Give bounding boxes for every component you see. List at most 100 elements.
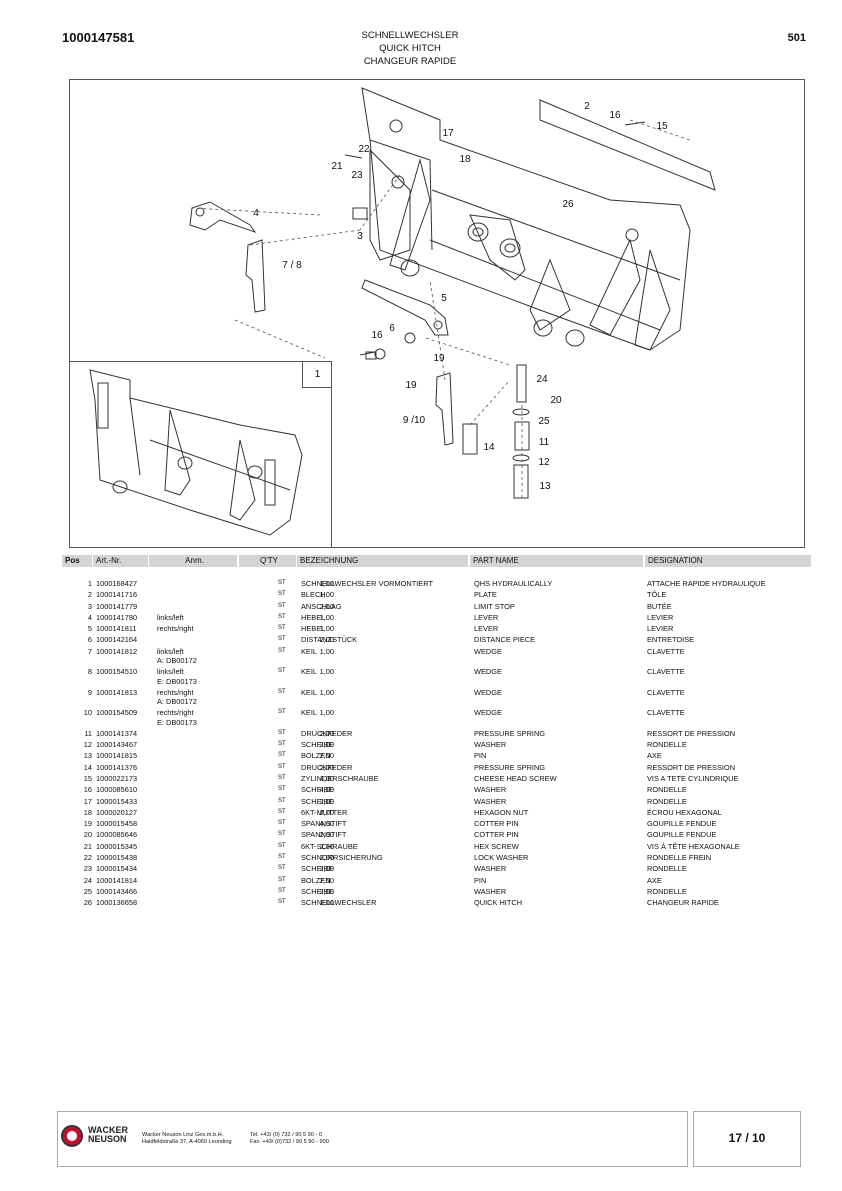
cell-part-name: COTTER PIN xyxy=(474,830,519,840)
col-anm: Anm. xyxy=(149,555,237,567)
cell-designation: RONDELLE xyxy=(647,796,687,806)
callout-25: 25 xyxy=(538,416,550,427)
title-en: QUICK HITCH xyxy=(379,43,441,54)
cell-part-name: WEDGE xyxy=(474,708,502,718)
cell-unit: ST xyxy=(278,899,286,906)
cell-part-name: WASHER xyxy=(474,785,507,795)
cell-anm: links/left xyxy=(157,613,184,622)
cell-qty: 1,00 xyxy=(319,708,334,718)
cell-qty: 2,00 xyxy=(319,875,334,885)
cell-pos: 21 xyxy=(83,841,92,851)
cell-unit: ST xyxy=(278,797,286,804)
page-number: 17 / 10 xyxy=(728,1131,766,1145)
callout-9-10: 9 /10 xyxy=(403,415,426,426)
cell-art-nr: 1000141374 xyxy=(96,728,138,738)
cell-designation: RONDELLE xyxy=(647,740,687,750)
cell-bezeichnung: SCHEIBE xyxy=(301,740,334,750)
cell-bezeichnung: 6KT-SCHRAUBE xyxy=(301,841,358,851)
cell-designation: VIS À TÊTE HEXAGONALE xyxy=(647,841,740,851)
callout-15: 15 xyxy=(656,121,668,132)
page-code: 501 xyxy=(787,32,806,44)
title-de: SCHNELLWECHSLER xyxy=(361,30,459,41)
cell-art-nr: 1000141811 xyxy=(96,624,137,634)
cell-bezeichnung: KEIL xyxy=(301,687,318,697)
cell-unit: ST xyxy=(278,688,286,695)
cell-part-name: WEDGE xyxy=(474,687,502,697)
cell-bezeichnung: SPANNSTIFT xyxy=(301,819,347,829)
cell-bezeichnung: BLECH xyxy=(301,590,326,600)
cell-qty: 2,00 xyxy=(319,886,334,896)
cell-unit: ST xyxy=(278,774,286,781)
callout-12: 12 xyxy=(538,457,550,468)
cell-designation: RONDELLE FREIN xyxy=(647,853,712,863)
cell-anm-line: rechts/right xyxy=(157,624,194,634)
cell-bezeichnung: DISTANZSTÜCK xyxy=(301,635,358,645)
cell-pos: 17 xyxy=(83,796,92,806)
cell-qty: 1,00 xyxy=(319,612,334,622)
cell-pos: 11 xyxy=(84,728,92,738)
cell-designation: RONDELLE xyxy=(647,864,687,874)
cell-part-name: QUICK HITCH xyxy=(474,898,523,908)
cell-art-nr: 1000141780 xyxy=(96,612,138,622)
cell-art-nr: 1000154510 xyxy=(96,667,138,677)
cell-art-nr: 1000141376 xyxy=(96,762,138,772)
cell-part-name: PLATE xyxy=(474,590,497,600)
cell-pos: 18 xyxy=(83,807,92,817)
cell-art-nr: 1000015458 xyxy=(96,819,138,829)
cell-qty: 4,00 xyxy=(319,773,334,783)
cell-unit: ST xyxy=(278,668,286,675)
company-address: Wacker Neuson Linz Ges.m.b.H. Haidfeldst… xyxy=(142,1132,232,1146)
cell-bezeichnung: SCHNELLWECHSLER xyxy=(301,898,377,908)
cell-unit: ST xyxy=(278,591,286,598)
cell-art-nr: 1000015345 xyxy=(96,841,138,851)
cell-bezeichnung: SCHEIBE xyxy=(301,886,334,896)
inset-view xyxy=(70,361,332,548)
cell-bezeichnung: SCHEIBE xyxy=(301,785,334,795)
cell-art-nr: 1000015433 xyxy=(96,796,138,806)
cell-anm-line: A: DB00172 xyxy=(157,656,197,666)
cell-bezeichnung: DRUCKFEDER xyxy=(301,728,353,738)
cell-qty: 2,00 xyxy=(319,796,334,806)
cell-unit: ST xyxy=(278,636,286,643)
cell-art-nr: 1000015434 xyxy=(96,864,138,874)
company-name: Wacker Neuson Linz Ges.m.b.H. xyxy=(142,1132,224,1138)
callout-7-8: 7 / 8 xyxy=(282,260,302,271)
cell-pos: 2 xyxy=(87,590,92,600)
cell-pos: 13 xyxy=(83,751,92,761)
cell-qty: 1,00 xyxy=(319,624,334,634)
cell-pos: 6 xyxy=(87,635,92,645)
cell-art-nr: 1000143467 xyxy=(96,740,138,750)
callout-20: 20 xyxy=(550,395,562,406)
cell-art-nr: 1000015438 xyxy=(96,853,138,863)
cell-qty: 4,00 xyxy=(319,819,334,829)
cell-pos: 19 xyxy=(83,819,92,829)
cell-qty: 2,00 xyxy=(319,807,334,817)
cell-designation: RONDELLE xyxy=(647,785,687,795)
fax: Fax. +43/ (0)732 / 90 5 90 - 900 xyxy=(250,1139,329,1145)
cell-unit: ST xyxy=(278,820,286,827)
callout-3: 3 xyxy=(357,231,363,242)
cell-part-name: WEDGE xyxy=(474,646,502,656)
cell-bezeichnung: BOLZEN xyxy=(301,751,331,761)
col-en: PART NAME xyxy=(470,555,643,567)
cell-qty: 2,00 xyxy=(319,864,334,874)
cell-part-name: PIN xyxy=(474,875,487,885)
cell-qty: 2,00 xyxy=(319,740,334,750)
cell-qty: 1,00 xyxy=(319,590,334,600)
cell-bezeichnung: KEIL xyxy=(301,667,318,677)
callout-18: 18 xyxy=(459,154,471,165)
title-fr: CHANGEUR RAPIDE xyxy=(363,56,457,67)
